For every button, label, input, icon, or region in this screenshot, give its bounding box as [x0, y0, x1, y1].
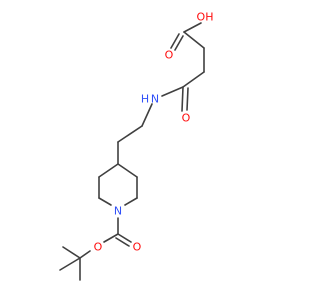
atom-labels: OH O N H O N O O — [94, 11, 214, 254]
bond-amide-c-n — [161, 86, 184, 97]
molecule-structure: OH O N H O N O O — [0, 0, 300, 300]
bond-ch2-amide-c — [182, 71, 205, 88]
carbamate-o-double-label: O — [133, 241, 142, 254]
bonds — [59, 22, 205, 281]
ring-n-label: N — [114, 205, 122, 218]
bond-carbamate-co-2 — [115, 237, 130, 247]
bond-ring-c4-c3 — [117, 163, 138, 178]
bond-acid-co-2 — [170, 33, 180, 49]
amide-h-label: H — [141, 93, 149, 106]
bond-ch2-ch2-linker — [117, 125, 143, 143]
bond-carbamate-c-o — [103, 233, 119, 243]
molecule-diagram: OH O N H O N O O — [0, 0, 300, 300]
bond-n-ch2 — [141, 103, 153, 127]
acid-o-label: O — [165, 49, 174, 62]
bond-ring-n-c6 — [98, 197, 112, 206]
amide-o-label: O — [182, 112, 191, 125]
bond-o-tbu — [79, 250, 91, 259]
bond-tbu-me3 — [62, 246, 81, 259]
bond-ring-c5-c4 — [98, 163, 119, 178]
bond-acid-c-ch2 — [183, 31, 205, 49]
background — [0, 0, 300, 300]
carbamate-o-single-label: O — [94, 241, 103, 254]
bond-tbu-me2 — [59, 257, 81, 271]
bond-acid-co-1 — [174, 35, 184, 51]
bond-amide-co-2 — [186, 87, 189, 111]
bond-oh-c — [183, 22, 202, 33]
amide-n-label: N — [151, 93, 159, 106]
bond-carbamate-co-1 — [117, 233, 132, 243]
bond-ring-c2-n — [124, 197, 138, 206]
acid-oh-label: OH — [197, 11, 214, 24]
bond-amide-co-1 — [181, 86, 184, 112]
